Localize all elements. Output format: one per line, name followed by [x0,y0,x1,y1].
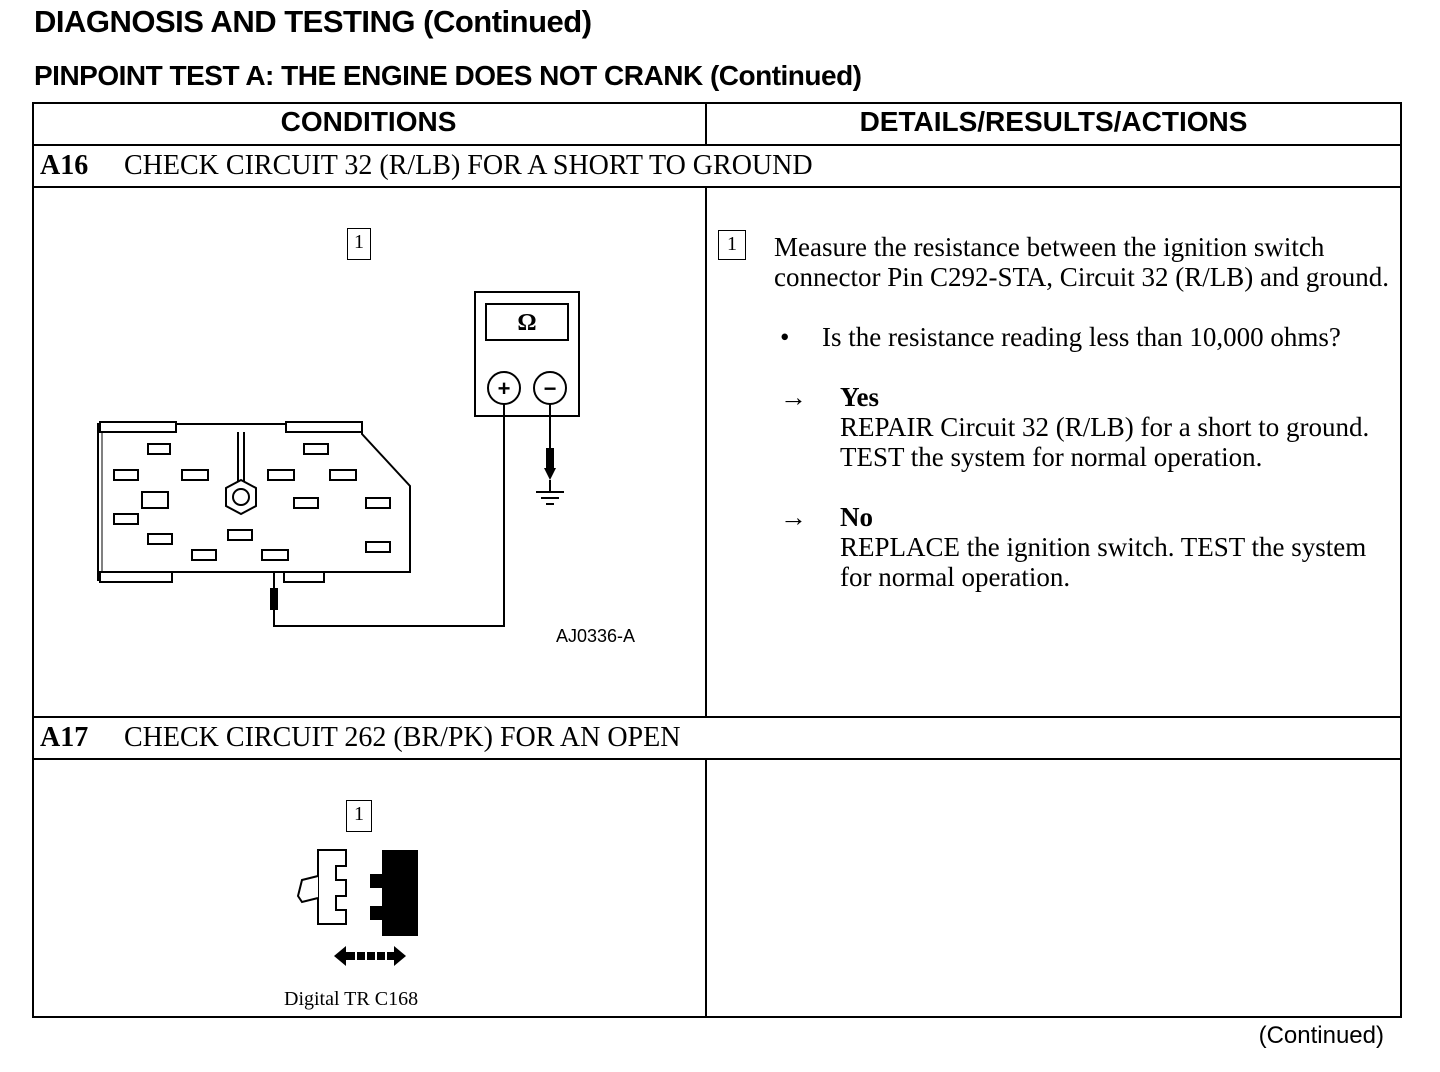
ohm-symbol: Ω [517,310,536,336]
a16-no-result: → No REPLACE the ignition switch. TEST t… [774,502,1394,592]
a16-details: Measure the resistance between the ignit… [774,232,1394,592]
table-top-border [32,102,1402,104]
connector-separation-diagram [296,849,418,966]
header-column-divider [705,102,707,146]
a16-column-divider [705,186,707,718]
header-divider [32,144,1402,146]
negative-probe-tip [544,468,556,480]
conditions-heading: CONDITIONS [280,106,457,137]
a16-end-divider [32,716,1402,718]
a16-step-id: A16 [40,150,89,181]
yes-label: Yes [840,382,879,412]
a16-question-block: • Is the resistance reading less than 10… [774,322,1394,352]
question-bullet: • [780,322,790,352]
ohmmeter-display [485,303,569,341]
plus-terminal-symbol: + [498,376,511,401]
table-right-border [1400,102,1402,1018]
connector-half-solid-icon [370,850,418,936]
a16-figure-step-marker: 1 [347,228,371,260]
a16-title-row: A16 CHECK CIRCUIT 32 (R/LB) FOR A SHORT T… [40,150,813,182]
yes-action: REPAIR Circuit 32 (R/LB) for a short to … [840,412,1370,472]
no-arrow-icon: → [780,502,807,532]
a16-figure-caption: AJ0336-A [556,626,636,646]
minus-terminal-symbol: − [544,376,557,401]
a16-question: Is the resistance reading less than 10,0… [822,322,1341,352]
table-left-border [32,102,34,1018]
details-heading: DETAILS/RESULTS/ACTIONS [859,106,1248,137]
ground-icon [536,491,564,505]
a16-step-title: CHECK CIRCUIT 32 (R/LB) FOR A SHORT TO G… [124,150,813,181]
ignition-switch-connector-icon [97,421,411,583]
ignition-switch-ohmmeter-diagram: Ω + − [97,291,580,627]
negative-probe [546,448,554,468]
a17-step-id: A17 [40,722,89,753]
a17-title-divider [32,758,1402,760]
a16-details-step-marker: 1 [718,230,746,260]
table-bottom-border [32,1016,1402,1018]
a17-title-row: A17 CHECK CIRCUIT 262 (BR/PK) FOR AN OPEN [40,722,680,754]
pinpoint-test-title: PINPOINT TEST A: THE ENGINE DOES NOT CRA… [34,60,862,91]
connector-half-open-icon [296,849,347,925]
a16-title-divider [32,186,1402,188]
page-title: DIAGNOSIS AND TESTING (Continued) [34,4,592,39]
continued-note: (Continued) [1258,1022,1384,1049]
no-action: REPLACE the ignition switch. TEST the sy… [840,532,1367,592]
double-arrow-icon [334,946,406,966]
a16-instruction: Measure the resistance between the ignit… [774,232,1390,292]
a17-step-title: CHECK CIRCUIT 262 (BR/PK) FOR AN OPEN [124,722,681,753]
yes-arrow-icon: → [780,382,807,412]
a17-figure-caption: Digital TR C168 [284,988,419,1010]
a17-figure-step-marker: 1 [346,800,372,832]
a17-column-divider [705,758,707,1018]
no-label: No [840,502,873,532]
a16-yes-result: → Yes REPAIR Circuit 32 (R/LB) for a sho… [774,382,1394,472]
positive-probe [270,588,278,610]
positive-lead [273,404,505,627]
